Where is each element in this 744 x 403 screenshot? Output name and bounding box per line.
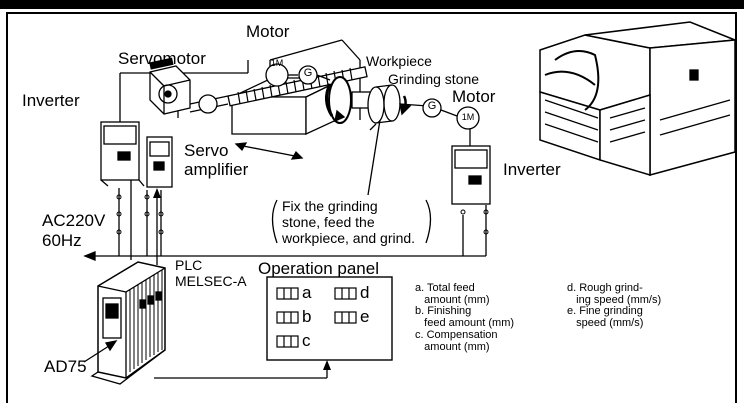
label-ad75: AD75 [44, 357, 87, 376]
workpiece-rotor [325, 76, 373, 124]
label-motor-left: Motor [246, 22, 290, 41]
ad75-pointer [83, 343, 113, 363]
note-left-bracket [271, 199, 278, 244]
note-leader-line [367, 119, 381, 196]
legend-item-c: c. Compensation amount (mm) [415, 329, 498, 353]
motor-left-tag: 1M [270, 58, 284, 68]
plc-rack [90, 261, 166, 385]
gear-left-tag: G [303, 67, 313, 79]
legend-item-e: e. Fine grinding speed (mm/s) [567, 305, 644, 329]
note-text: Fix the grinding stone, feed the workpie… [282, 198, 416, 246]
legend-item-a: a. Total feed amount (mm) [415, 282, 490, 306]
label-servomotor: Servomotor [118, 49, 206, 68]
legend-item-d: d. Rough grind- ing speed (mm/s) [567, 282, 662, 306]
grinding-machine-picture [539, 21, 736, 177]
note-right-bracket [425, 199, 432, 244]
motor-right-tag: 1M [461, 112, 475, 122]
label-ac-supply: AC220V 60Hz [42, 211, 106, 250]
switch-label-e: e [360, 307, 370, 326]
diagram-border [6, 12, 737, 403]
bus-arrow [83, 251, 96, 261]
grinding-stone [367, 84, 429, 131]
label-plc: PLC MELSEC-A [175, 257, 247, 289]
breaker-contacts [116, 194, 489, 235]
switch-label-a: a [302, 283, 312, 302]
label-workpiece: Workpiece [366, 53, 432, 69]
switch-label-b: b [302, 307, 312, 326]
servo-amplifier [146, 136, 173, 188]
label-inverter-left: Inverter [22, 91, 80, 110]
servomotor [149, 57, 191, 115]
operation-panel-switches [276, 287, 357, 348]
operation-panel-title: Operation panel [258, 259, 379, 278]
inverter-left [100, 121, 145, 187]
top-bar [0, 0, 744, 9]
switch-label-d: d [360, 283, 370, 302]
gear-right-symbol [422, 98, 442, 118]
switch-label-c: c [302, 331, 311, 350]
gear-right-tag: G [427, 100, 437, 112]
label-grinding-stone: Grinding stone [388, 71, 480, 87]
inverter-right [451, 145, 491, 205]
legend-item-b: b. Finishing feed amount (mm) [415, 305, 515, 329]
label-inverter-right: Inverter [503, 160, 561, 179]
label-servo-amplifier: Servo amplifier [184, 141, 249, 179]
motor-right-symbol [456, 106, 480, 130]
label-motor-right: Motor [452, 87, 496, 106]
